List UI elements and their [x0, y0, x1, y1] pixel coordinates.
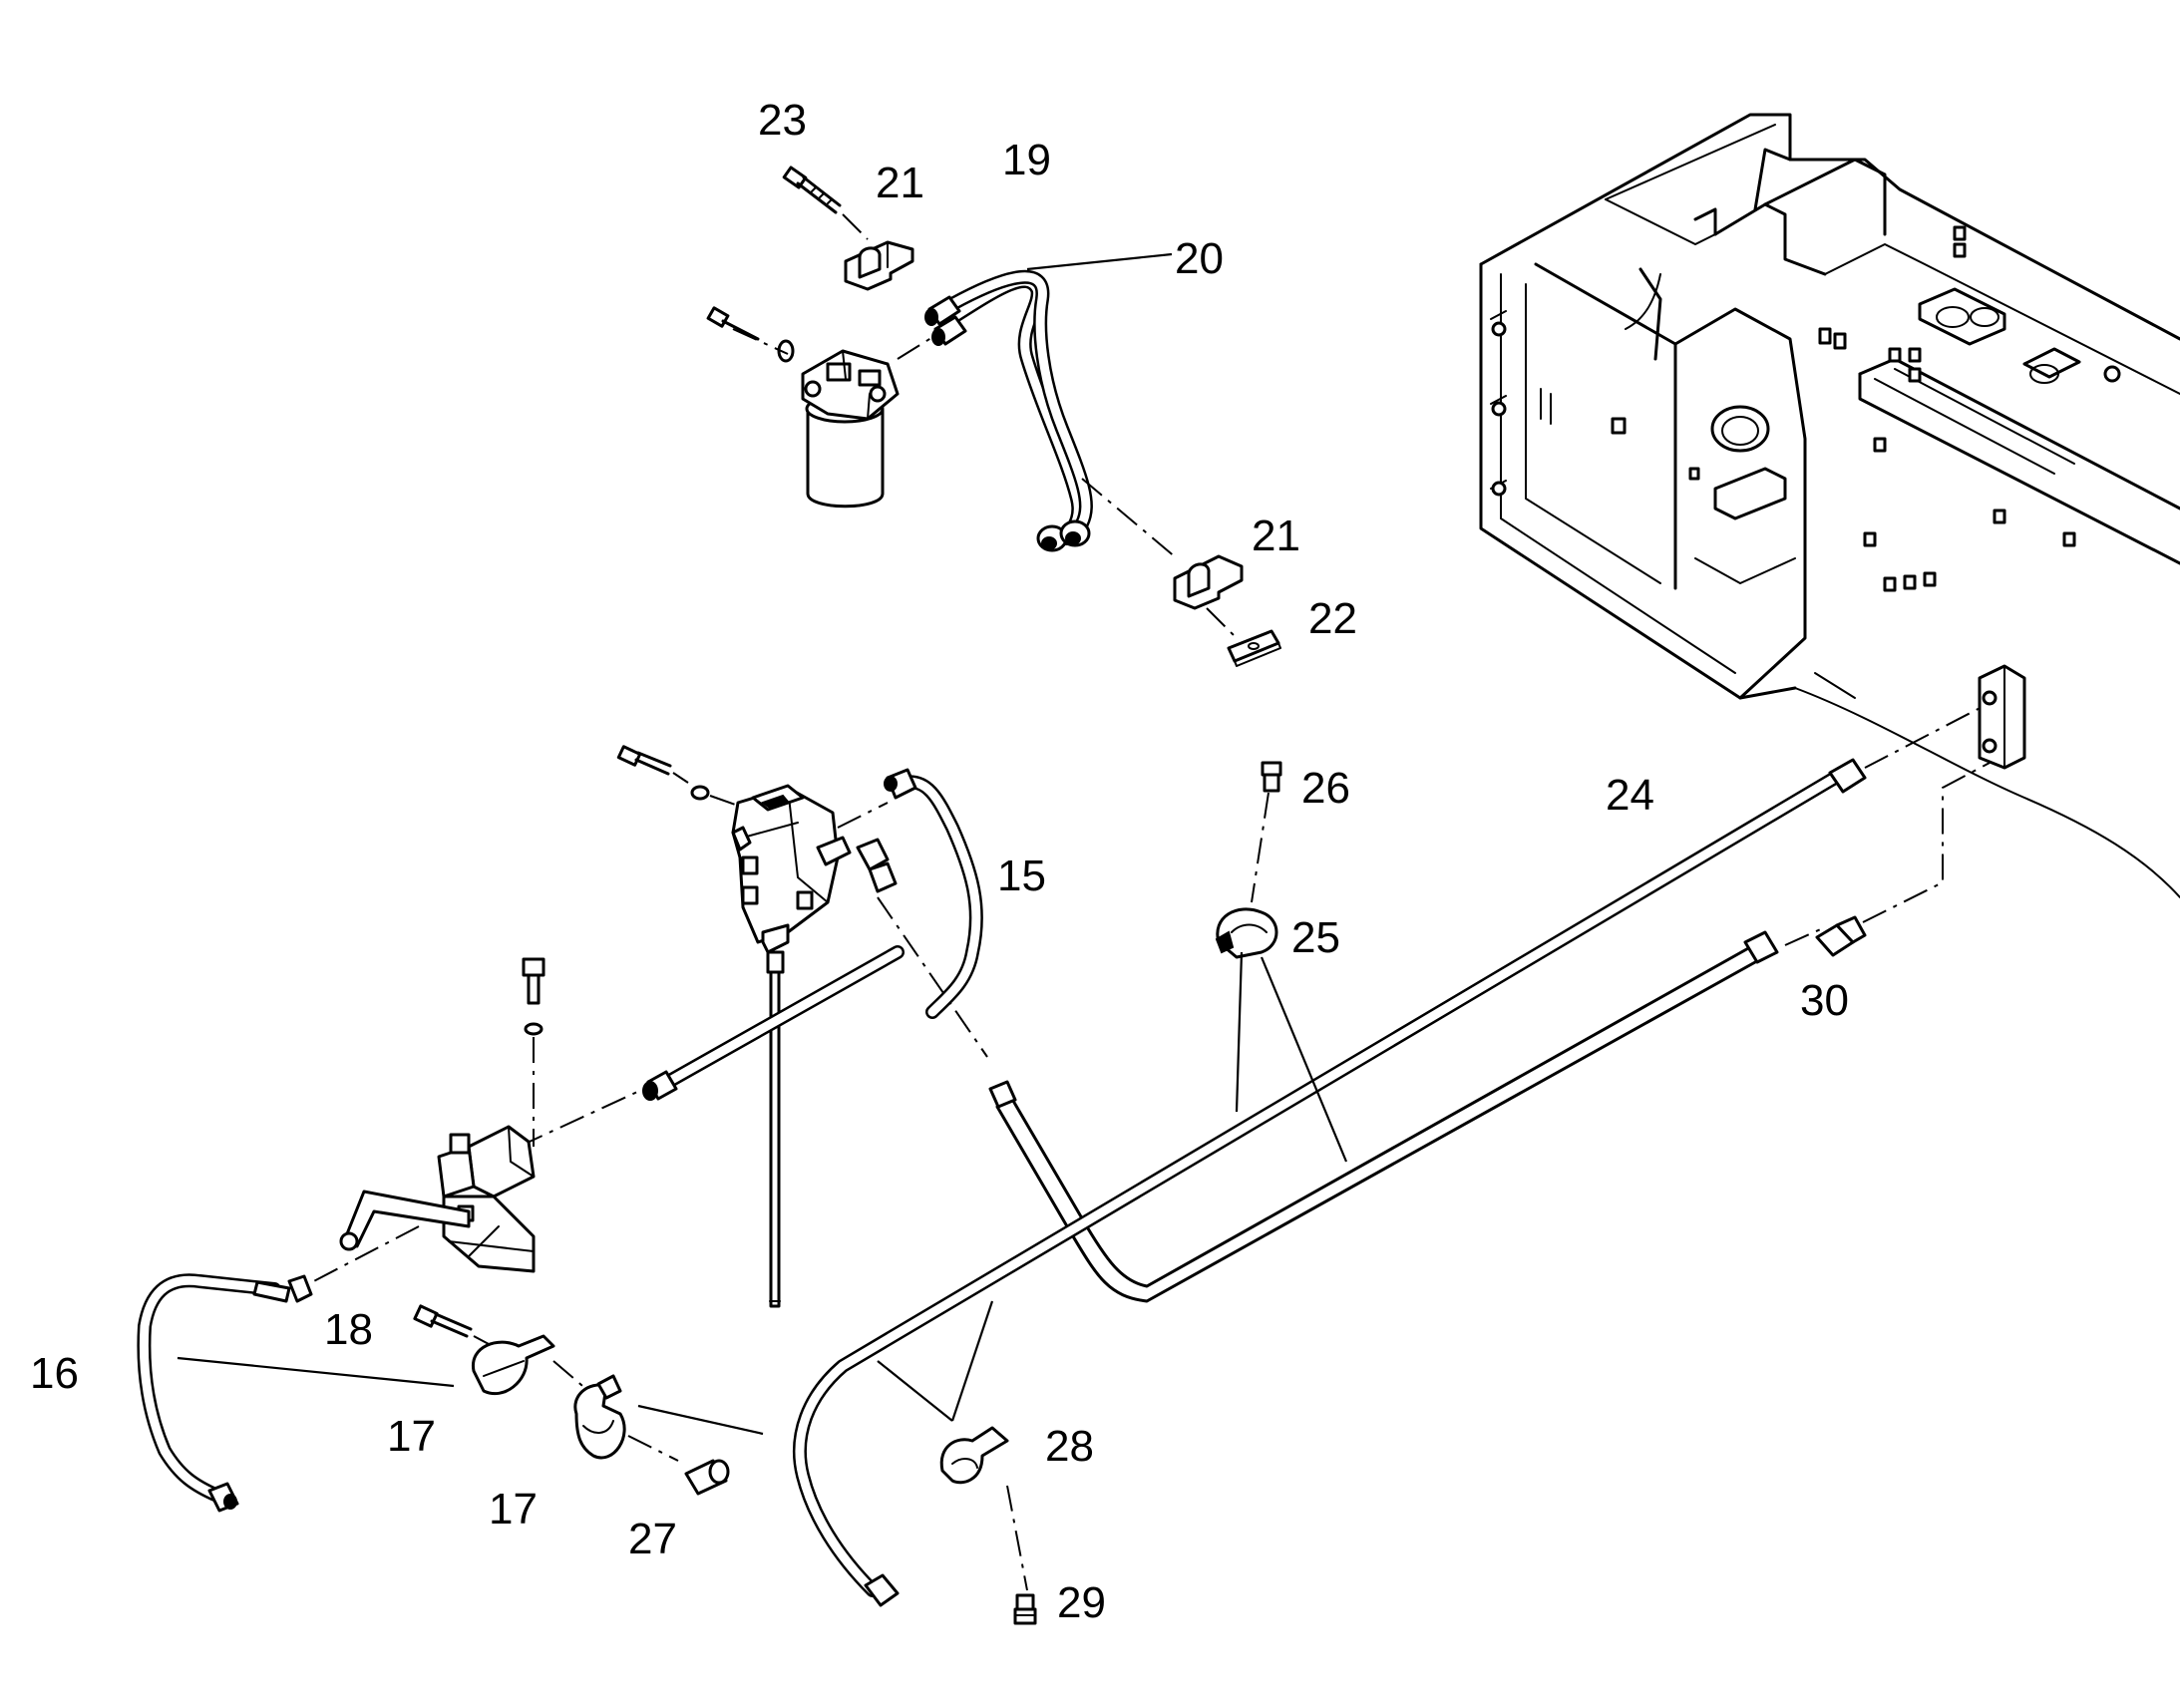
callout-22: 22 — [1308, 594, 1357, 643]
callout-26: 26 — [1301, 764, 1350, 813]
clamp-28 — [939, 1426, 1028, 1591]
hose-16 — [137, 1273, 313, 1513]
callout-16: 16 — [30, 1349, 79, 1398]
plate-22 — [1227, 629, 1281, 667]
valve-assembly — [303, 957, 649, 1287]
supply-hose — [642, 945, 905, 1101]
bolt-23 — [782, 166, 869, 240]
callout-23: 23 — [758, 96, 807, 145]
callout-21-lower: 21 — [1252, 512, 1300, 560]
fuel-filter-assembly — [706, 306, 943, 509]
callout-28: 28 — [1045, 1422, 1094, 1471]
callout-24: 24 — [1606, 771, 1654, 820]
callout-25: 25 — [1291, 913, 1340, 962]
clamp-21-top — [844, 240, 914, 291]
bolt-26 — [1251, 761, 1282, 903]
fitting-30 — [1815, 762, 1991, 957]
callout-labels: 23 21 19 20 21 22 26 24 15 25 30 18 16 1… — [30, 96, 1849, 1627]
hoses-19-20 — [924, 269, 1178, 559]
clamp-25 — [1215, 907, 1278, 959]
callout-15: 15 — [997, 852, 1046, 900]
frame-tank-assembly — [1479, 113, 2180, 898]
callout-20: 20 — [1175, 234, 1224, 283]
frame-bolts — [1818, 225, 2121, 592]
callout-27: 27 — [628, 1515, 677, 1563]
pump-assembly — [616, 745, 988, 1308]
hose-24 — [793, 702, 1991, 1607]
callout-29: 29 — [1057, 1578, 1106, 1627]
clamp-21-lower — [1173, 554, 1244, 639]
clamp-17-b — [573, 1374, 679, 1462]
spacer-27 — [684, 1459, 730, 1496]
return-tube — [988, 926, 1826, 1303]
callout-17-a: 17 — [387, 1412, 436, 1461]
bulkhead-block — [1978, 664, 2026, 770]
hose-15 — [884, 768, 983, 1019]
bolt-29 — [1013, 1593, 1037, 1625]
callout-19: 19 — [1002, 136, 1051, 184]
callout-18: 18 — [324, 1305, 373, 1354]
clamp-17-a — [472, 1334, 589, 1396]
leader-lines — [177, 252, 1348, 1436]
callout-21-top: 21 — [876, 159, 924, 207]
callout-17-b: 17 — [489, 1485, 538, 1534]
clamp-bolt-18 — [413, 1304, 490, 1345]
callout-30: 30 — [1800, 976, 1849, 1025]
